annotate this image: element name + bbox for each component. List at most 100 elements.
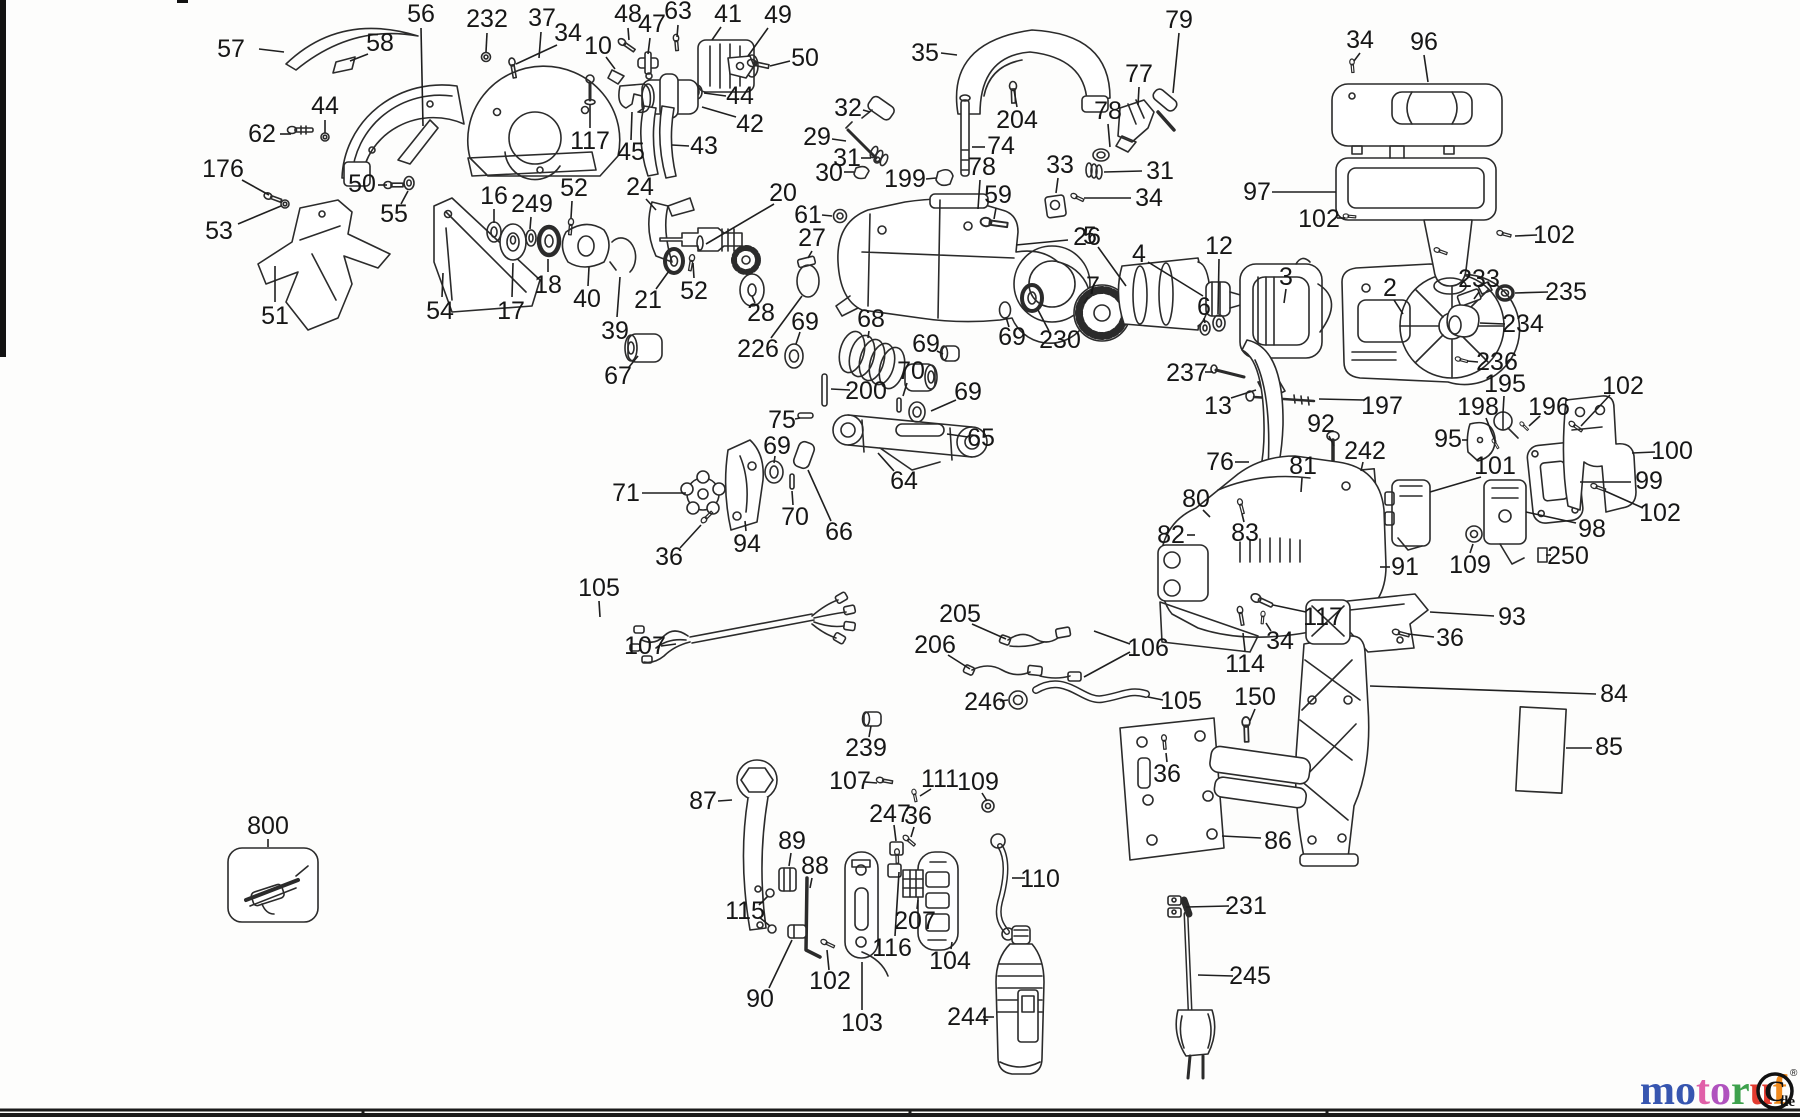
callout-95: 95	[1434, 425, 1462, 453]
callout-78: 78	[968, 153, 996, 181]
callout-20: 20	[769, 179, 797, 207]
callout-232: 232	[466, 5, 508, 33]
leader-line-6	[1203, 317, 1206, 324]
part-block-250	[1537, 547, 1548, 563]
callout-117: 117	[570, 127, 610, 155]
leader-line-105	[1147, 696, 1164, 701]
leader-line-37	[538, 31, 542, 59]
part-clamp-24	[648, 197, 695, 263]
part-charger-base-97	[1335, 145, 1497, 295]
callout-93: 93	[1498, 603, 1526, 631]
callout-43: 43	[690, 132, 718, 160]
leader-line-29	[831, 138, 847, 142]
leader-line-111	[919, 788, 932, 797]
callout-245: 245	[1229, 962, 1271, 990]
leader-line-33	[1055, 177, 1059, 194]
part-washer-78a	[1092, 148, 1110, 162]
watermark-circle-mark	[1756, 1072, 1794, 1110]
leader-line-100	[1631, 451, 1656, 454]
callout-67: 67	[604, 362, 632, 390]
leader-line-70	[791, 490, 794, 506]
leader-line-106	[1093, 630, 1131, 645]
callout-106: 106	[1127, 634, 1169, 662]
part-cap-235	[1495, 284, 1515, 302]
part-plate-40	[561, 223, 610, 268]
fasteners	[263, 33, 1607, 949]
callout-26: 26	[1073, 223, 1101, 251]
leader-line-65	[946, 433, 969, 438]
part-latch-33	[1044, 194, 1067, 219]
callout-102: 102	[1602, 372, 1644, 400]
part-field-3	[1239, 257, 1333, 359]
leader-line-231	[1185, 905, 1230, 908]
callout-33: 33	[1046, 151, 1074, 179]
callout-107: 107	[624, 632, 666, 660]
part-clip-231	[1167, 895, 1182, 918]
callout-54: 54	[426, 297, 454, 325]
callout-34: 34	[1266, 627, 1294, 655]
callout-85: 85	[1595, 733, 1623, 761]
callout-75: 75	[768, 406, 796, 434]
callout-205: 205	[939, 600, 981, 628]
leader-line-196	[1528, 415, 1541, 427]
part-nut-109a	[1465, 525, 1483, 543]
part-ring-39	[609, 237, 637, 273]
part-chip-27	[796, 255, 817, 269]
callout-99: 99	[1635, 467, 1663, 495]
callout-69: 69	[912, 330, 940, 358]
part-inset-box-800	[227, 847, 319, 923]
leader-line-69	[795, 331, 801, 345]
callout-40: 40	[573, 285, 601, 313]
callout-50: 50	[348, 170, 376, 198]
leader-line-205	[971, 623, 1007, 640]
leader-line-56	[420, 27, 424, 127]
leader-line-27	[807, 250, 813, 259]
leader-line-96	[1423, 54, 1429, 83]
leader-line-87	[717, 799, 733, 802]
part-bushing-69e	[764, 460, 784, 484]
part-panel-104	[917, 851, 959, 951]
leader-line-20	[705, 203, 775, 245]
leader-line-44	[703, 92, 727, 97]
callout-45: 45	[617, 138, 645, 166]
leader-line-236	[1466, 360, 1479, 363]
part-disc-195	[1493, 411, 1519, 439]
callout-69: 69	[998, 323, 1026, 351]
callout-59: 59	[984, 181, 1012, 209]
callout-50: 50	[791, 44, 819, 72]
callout-206: 206	[914, 631, 956, 659]
leader-line-35	[940, 52, 958, 56]
callout-34: 34	[1346, 26, 1374, 54]
callout-78: 78	[1094, 97, 1122, 125]
callout-37: 37	[528, 4, 556, 32]
leader-line-75	[794, 417, 801, 420]
leader-line-69	[930, 399, 957, 412]
callout-100: 100	[1651, 437, 1693, 465]
callout-34: 34	[1135, 184, 1163, 212]
part-cone-10	[607, 69, 625, 85]
leader-line-102	[1604, 490, 1644, 509]
callout-102: 102	[1639, 499, 1681, 527]
leader-line-106	[1083, 651, 1131, 678]
callout-51: 51	[261, 302, 289, 330]
part-block-207	[902, 869, 924, 898]
callout-247: 247	[869, 800, 911, 828]
watermark-c: C	[1764, 1075, 1786, 1108]
part-sticker-85	[1515, 706, 1567, 794]
leader-line-117	[1272, 604, 1307, 613]
part-wire-206	[962, 664, 1082, 682]
callout-29: 29	[803, 123, 831, 151]
callout-10: 10	[584, 32, 612, 60]
callout-52: 52	[680, 277, 708, 305]
leader-line-3	[1283, 288, 1287, 304]
callout-176: 176	[202, 155, 244, 183]
callout-102: 102	[1533, 221, 1575, 249]
leader-line-207	[916, 899, 919, 910]
leader-line-102	[1580, 394, 1611, 427]
leader-line-34	[1265, 622, 1272, 632]
part-fork-45	[618, 83, 652, 114]
leader-line-69	[773, 455, 776, 464]
callout-71: 71	[612, 479, 640, 507]
part-brush-233	[1456, 281, 1493, 307]
part-wire-205	[998, 626, 1072, 648]
